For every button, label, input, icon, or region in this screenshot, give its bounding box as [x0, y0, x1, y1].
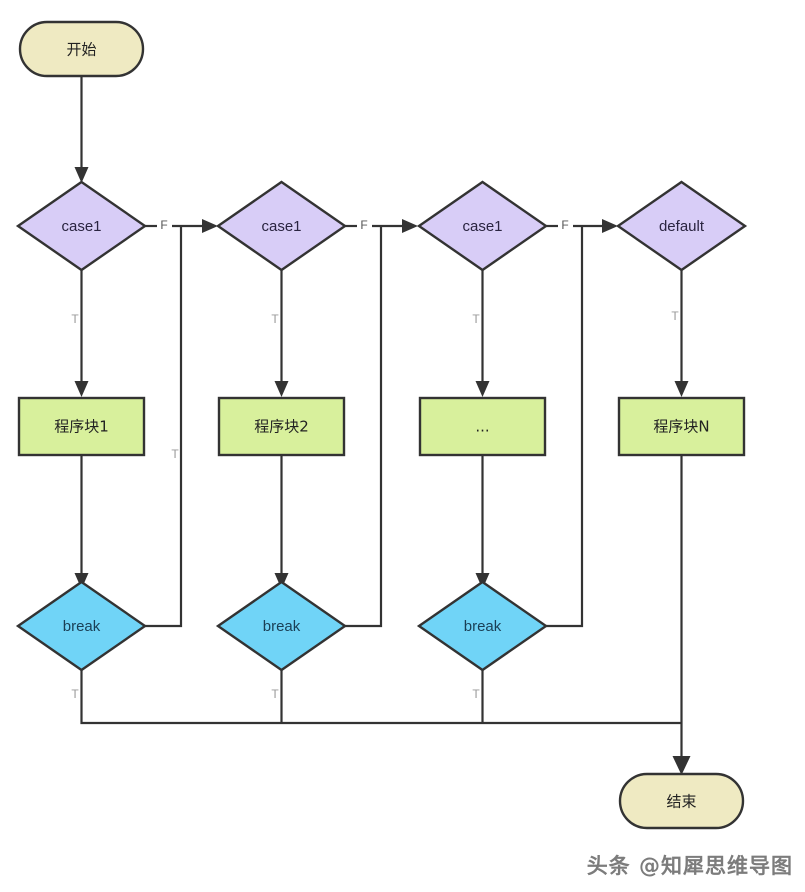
default-shape	[615, 180, 748, 272]
edge-label-break2-true: T	[271, 687, 279, 701]
arrowhead-default-true-to-blockN	[674, 381, 689, 397]
arrowhead-to-end	[672, 756, 691, 775]
node-block1[interactable]: 程序块1	[17, 396, 146, 457]
edge-label-break3-true: T	[472, 687, 480, 701]
edge-labels-layer: F F F T T T T T T T T	[71, 218, 679, 701]
node-block3[interactable]: ...	[418, 396, 547, 457]
node-start[interactable]: 开始	[18, 20, 145, 78]
edge-label-case2-true: T	[271, 312, 279, 326]
node-default[interactable]: default	[615, 180, 748, 272]
case3-shape	[416, 180, 549, 272]
case1-label: case1	[61, 218, 101, 235]
node-blockN[interactable]: 程序块N	[617, 396, 746, 457]
node-end[interactable]: 结束	[618, 772, 745, 830]
edge-label-break1-true: T	[71, 687, 79, 701]
start-label: 开始	[66, 41, 96, 59]
case2-shape	[215, 180, 348, 272]
block1-shape	[17, 396, 146, 457]
arrowhead-case2-true-to-block2	[274, 381, 289, 397]
break2-label: break	[263, 618, 301, 635]
edge-label-case1-true: T	[71, 312, 79, 326]
break2-shape	[215, 580, 348, 672]
edge-label-case2-false: F	[360, 218, 367, 232]
break1-shape	[15, 580, 148, 672]
block2-shape	[217, 396, 346, 457]
case1-shape	[15, 180, 148, 272]
case3-label: case1	[462, 218, 502, 235]
edge-break1-false-to-case2-feed	[145, 226, 183, 628]
node-break3[interactable]: break	[416, 580, 549, 672]
arrowhead-case1-false-to-case2	[202, 219, 218, 233]
start-shape	[18, 20, 145, 78]
nodes-layer: 开始 case1 case1 case1 default	[15, 20, 748, 830]
default-label: default	[659, 218, 705, 235]
blockN-label: 程序块N	[653, 418, 709, 436]
arrowhead-case1-true-to-block1	[74, 381, 89, 397]
node-case1[interactable]: case1	[15, 180, 148, 272]
block3-shape	[418, 396, 547, 457]
end-shape	[618, 772, 745, 830]
arrowhead-start-to-case1	[74, 167, 89, 183]
edge-label-case3-true: T	[472, 312, 480, 326]
edge-break2-false-to-case3-feed	[345, 226, 383, 628]
case2-label: case1	[261, 218, 301, 235]
node-break2[interactable]: break	[215, 580, 348, 672]
break1-label: break	[63, 618, 101, 635]
edges-layer	[74, 76, 691, 775]
block2-label: 程序块2	[254, 418, 309, 436]
edge-label-break1-false-riser: T	[171, 447, 179, 461]
node-break1[interactable]: break	[15, 580, 148, 672]
node-block2[interactable]: 程序块2	[217, 396, 346, 457]
block3-label: ...	[475, 418, 489, 436]
edge-label-default-true: T	[671, 309, 679, 323]
edge-break3-false-to-default-feed	[546, 226, 584, 628]
arrowhead-case2-false-to-case3	[402, 219, 418, 233]
edge-break1-true-to-end	[80, 670, 682, 725]
end-label: 结束	[666, 793, 696, 811]
arrowhead-case3-true-to-block3	[475, 381, 490, 397]
break3-shape	[416, 580, 549, 672]
edge-label-case3-false: F	[561, 218, 568, 232]
node-case3[interactable]: case1	[416, 180, 549, 272]
block1-label: 程序块1	[54, 418, 109, 436]
break3-label: break	[464, 618, 502, 635]
arrowhead-case3-false-to-default	[602, 219, 618, 233]
blockN-shape	[617, 396, 746, 457]
node-case2[interactable]: case1	[215, 180, 348, 272]
watermark: 头条 @知犀思维导图	[586, 854, 793, 878]
edge-label-case1-false: F	[160, 218, 167, 232]
